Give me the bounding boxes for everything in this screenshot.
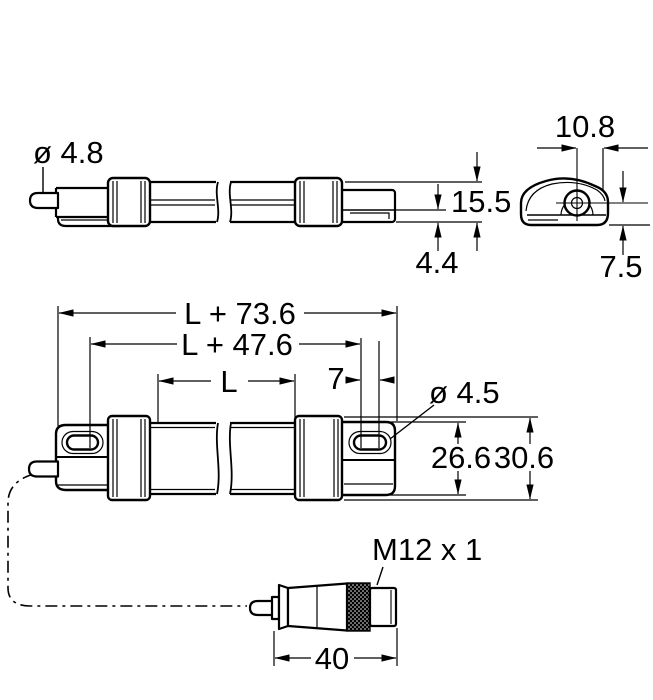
dim-end-hole-offset: 10.8 [537,109,648,191]
clamp-side-right [293,176,344,228]
dim-cable-diameter: ø 4.8 [33,135,104,194]
dim-end-hole-offset-label: 10.8 [555,109,615,144]
label-connector-thread: M12 x 1 [372,532,482,586]
side-view: ø 4.8 15.5 4.4 [28,135,511,280]
profile-side [150,180,300,224]
dim-profile-length-label: L [220,364,237,399]
dim-slot-span-label: 7 [327,361,344,396]
break-line [228,422,233,495]
dim-cap-step: 4.4 [415,184,459,280]
connector-flange [277,583,290,631]
dim-end-hole-height-label: 7.5 [599,249,642,284]
dim-profile-length: L [157,364,296,422]
profile-top [145,421,300,496]
clamp-top-right [293,414,344,502]
mounting-slot [352,434,388,451]
top-view: L + 73.6 L + 47.6 L 7 ø 4.5 [27,296,554,502]
dim-slot-diameter-label: ø 4.5 [429,375,500,410]
dim-connector-length-label: 40 [315,641,349,676]
dim-overall-length: L + 73.6 [57,296,398,426]
mounting-slot [65,434,100,451]
dim-end-hole-height: 7.5 [599,171,650,284]
dim-body-height-label: 15.5 [451,184,511,219]
cable-top [27,460,60,478]
dim-overall-length-label: L + 73.6 [184,296,296,331]
dim-slot-diameter: ø 4.5 [389,375,500,440]
clamp-side-left [106,176,152,228]
dim-connector-length: 40 [273,628,398,676]
end-cap-side-right [333,188,397,224]
end-view: 10.8 7.5 [519,109,650,284]
dim-cap-width-label: 26.6 [431,440,491,475]
break-line [228,181,233,223]
connector-thread-label: M12 x 1 [372,532,482,567]
end-cap-top-left [54,423,117,492]
connector-view: M12 x 1 40 [248,532,482,676]
cable-side [28,191,60,210]
dim-mounting-span: L + 47.6 [89,327,362,448]
connector-thread [368,586,398,628]
dim-overall-width: 30.6 [344,416,554,501]
clamp-top-left [106,414,152,502]
dim-cable-diameter-label: ø 4.8 [33,135,104,170]
dim-body-height: 15.5 [345,152,511,251]
break-line [215,422,220,495]
break-line [215,181,220,223]
dim-overall-width-label: 30.6 [494,440,554,475]
connector-knurl [346,582,371,632]
dim-cap-step-label: 4.4 [415,245,458,280]
connector-cable [248,599,275,617]
end-cap-top-right [338,420,397,497]
dim-slot-span: 7 [327,341,395,448]
cable-route [7,473,247,607]
dim-mounting-span-label: L + 47.6 [181,327,293,362]
dim-cap-width: 26.6 [390,421,491,496]
